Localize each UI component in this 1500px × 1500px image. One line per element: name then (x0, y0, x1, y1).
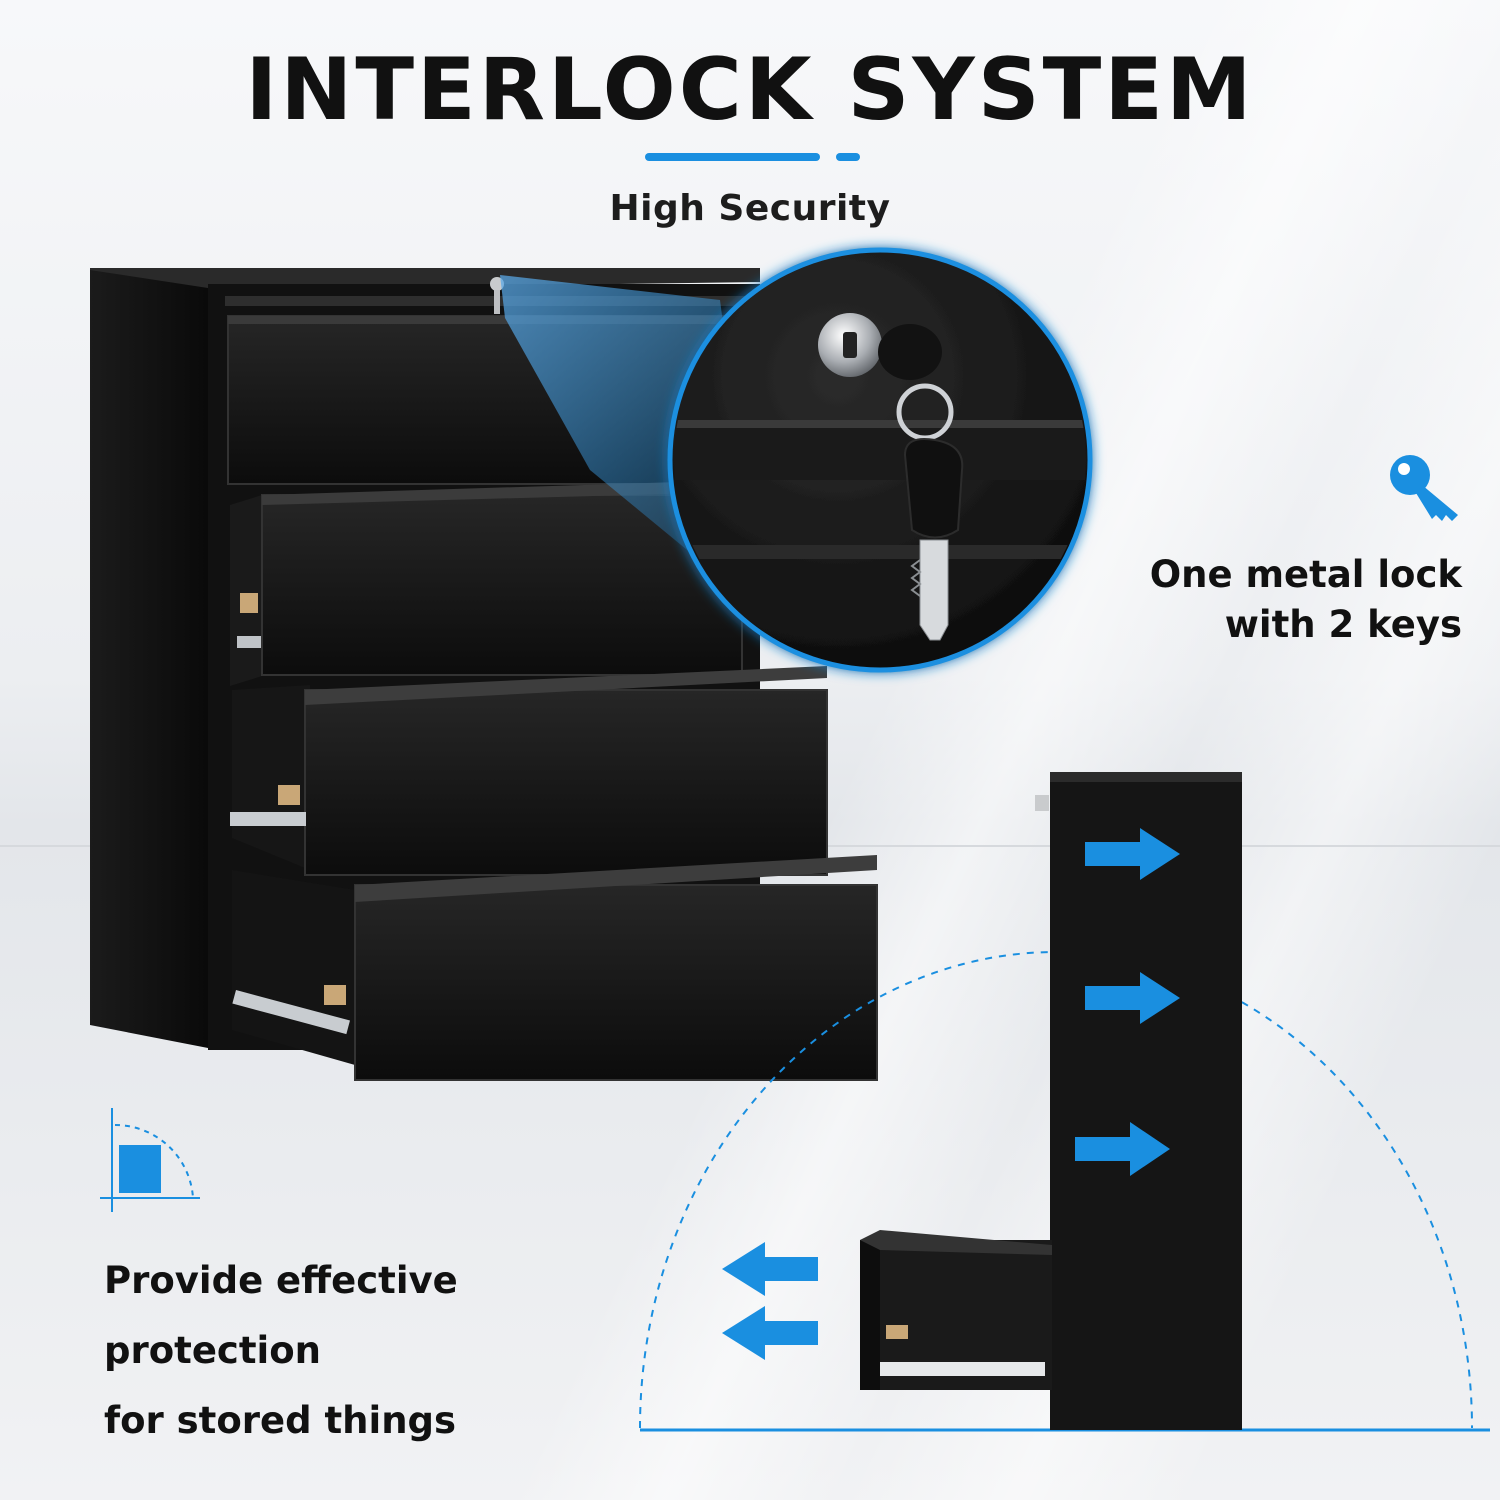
lock-feature-line2: with 2 keys (1224, 603, 1462, 646)
lock-feature-line1: One metal lock (1149, 553, 1462, 596)
interlock-diagram (639, 772, 1490, 1432)
arrow-right-icon (1085, 972, 1180, 1024)
protection-line3: for stored things (104, 1399, 457, 1442)
protection-line2: protection (104, 1329, 321, 1372)
arrow-right-icon (1085, 828, 1180, 880)
page-title: INTERLOCK SYSTEM (245, 40, 1255, 140)
page-subtitle: High Security (609, 188, 891, 229)
lock-feature-text: One metal lock with 2 keys (1150, 550, 1462, 650)
protection-feature-text: Provide effective protection for stored … (104, 1246, 458, 1456)
arrow-right-icon (1075, 1122, 1170, 1176)
title-underline-long (645, 153, 820, 161)
file-cabinet-main (90, 268, 878, 1081)
key-icon (1390, 455, 1458, 521)
protection-line1: Provide effective (104, 1259, 458, 1302)
arrow-left-icon (722, 1306, 818, 1360)
lock-zoom-circle (667, 247, 1093, 673)
corner-square-icon (100, 1108, 200, 1212)
arrow-left-icon (722, 1242, 818, 1296)
title-underline-short (836, 153, 860, 161)
